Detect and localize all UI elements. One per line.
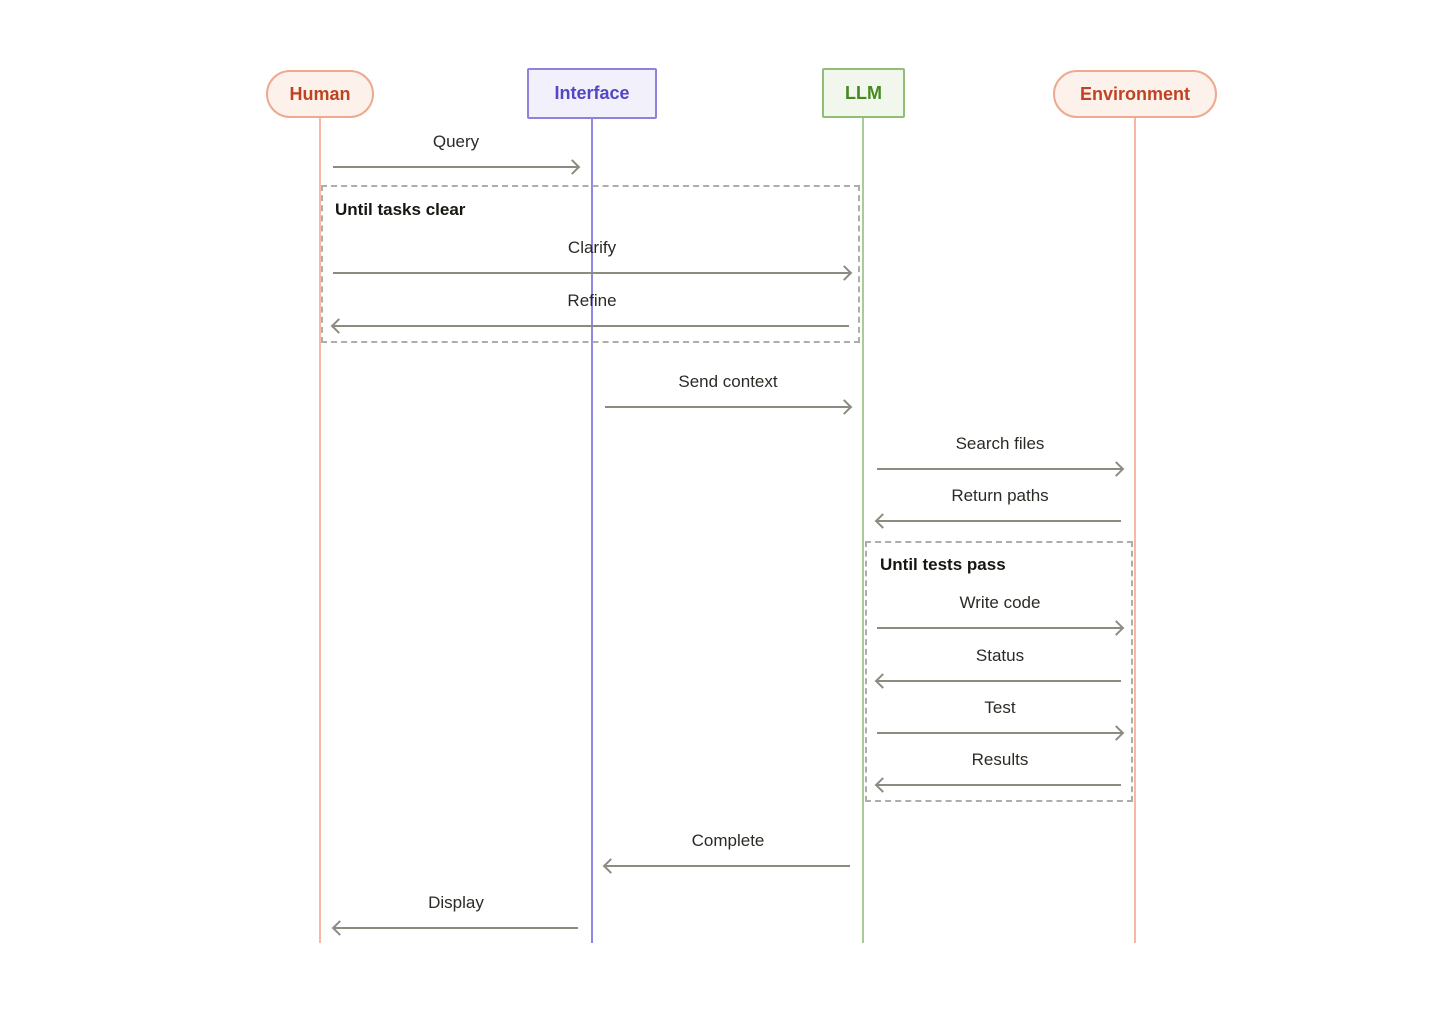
loop-label: Until tests pass xyxy=(880,555,1006,574)
message-label: Search files xyxy=(955,434,1045,453)
lifeline-human xyxy=(319,117,321,943)
loop-until-tests-pass xyxy=(865,541,1133,802)
message-label: Query xyxy=(432,132,480,151)
message-label: Results xyxy=(971,750,1029,769)
message-arrow xyxy=(605,406,850,408)
lifeline-llm xyxy=(862,117,864,943)
message-arrow xyxy=(877,732,1122,734)
message-arrow xyxy=(333,272,850,274)
message-arrow xyxy=(877,680,1121,682)
message-label: Display xyxy=(428,893,484,912)
participant-label: Environment xyxy=(1079,83,1190,104)
message-arrow xyxy=(605,865,850,867)
message-arrow xyxy=(877,468,1122,470)
message-label: Write code xyxy=(959,593,1041,612)
lifeline-environment xyxy=(1134,117,1136,943)
message-arrow xyxy=(333,166,578,168)
message-label: Clarify xyxy=(567,238,617,257)
participant-label: LLM xyxy=(845,82,882,103)
message-arrow xyxy=(333,325,849,327)
message-arrow xyxy=(334,927,578,929)
message-label: Status xyxy=(975,646,1025,665)
message-arrow xyxy=(877,627,1122,629)
message-label: Return paths xyxy=(951,486,1049,505)
loop-until-tasks-clear xyxy=(321,185,860,343)
message-label: Test xyxy=(984,698,1016,717)
participant-label: Human xyxy=(289,83,351,104)
message-label: Refine xyxy=(567,291,617,310)
loop-label: Until tasks clear xyxy=(335,200,466,219)
participant-llm: LLM xyxy=(822,68,905,118)
participant-label: Interface xyxy=(554,83,630,103)
participant-environment: Environment xyxy=(1053,70,1217,118)
participant-human: Human xyxy=(266,70,374,118)
message-arrow xyxy=(877,520,1121,522)
participant-interface: Interface xyxy=(527,68,657,119)
message-label: Send context xyxy=(678,372,778,391)
message-label: Complete xyxy=(691,831,765,850)
lifeline-interface xyxy=(591,118,593,943)
message-arrow xyxy=(877,784,1121,786)
